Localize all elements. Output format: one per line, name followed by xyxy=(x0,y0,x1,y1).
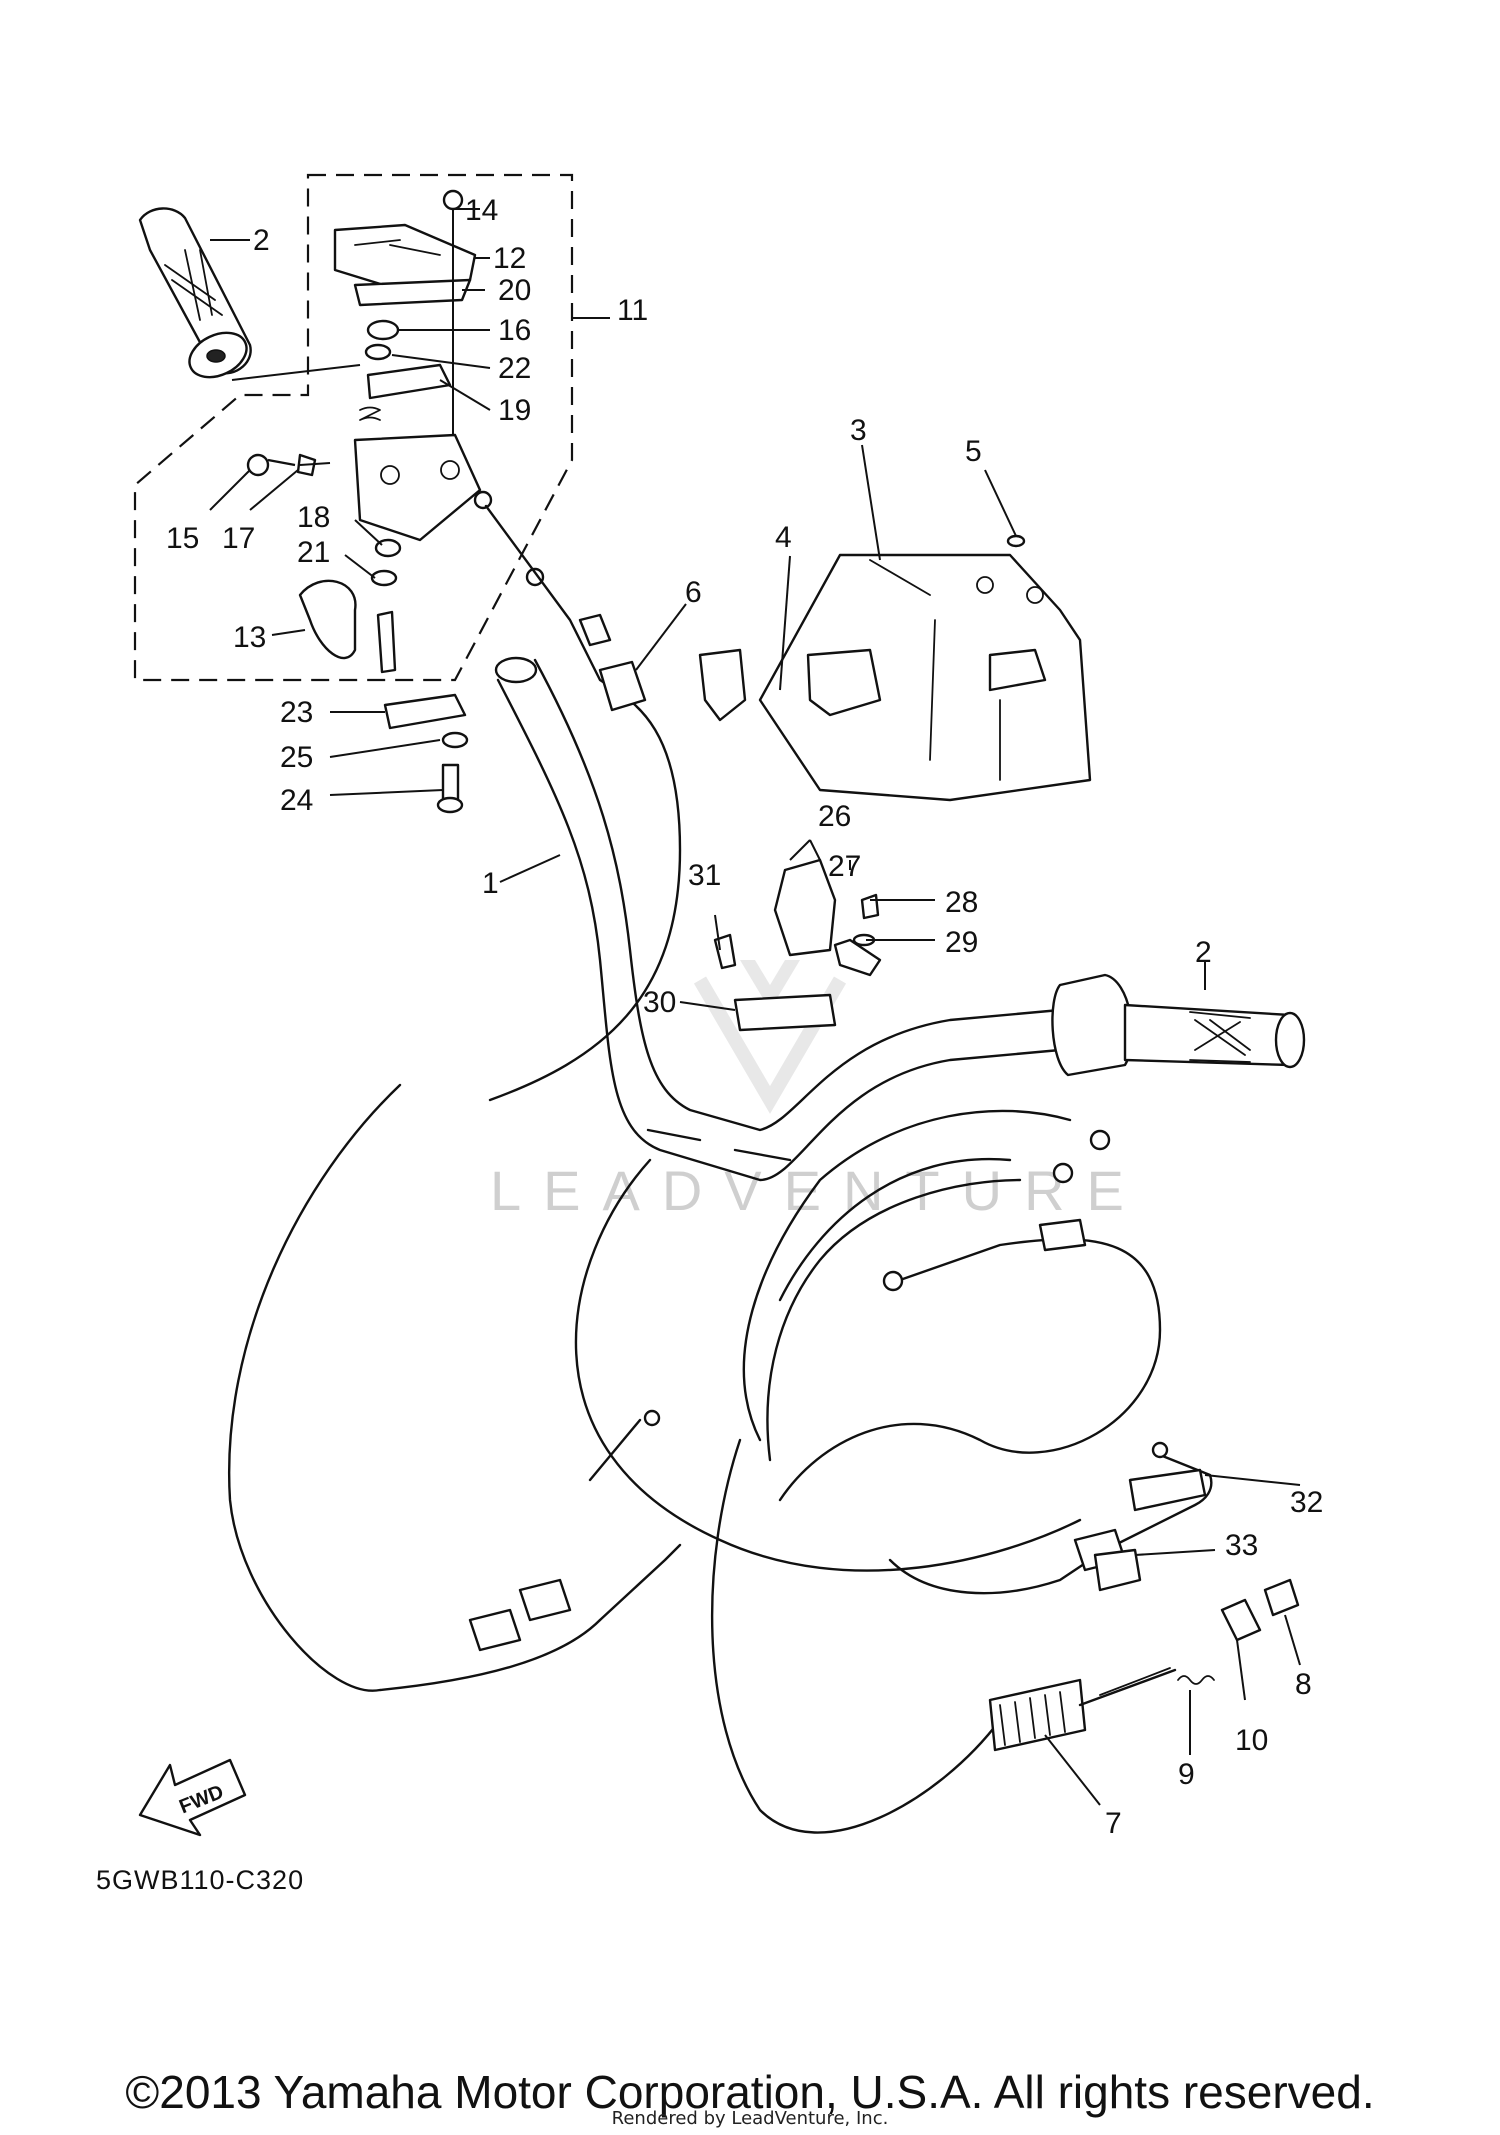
handlebar xyxy=(494,656,1062,1182)
callout-12: 12 xyxy=(493,242,526,275)
callout-32: 32 xyxy=(1290,1486,1323,1519)
control-cables xyxy=(574,1109,1213,1595)
cable-left-long xyxy=(227,1083,682,1692)
callout-numbers: 1 2 2 3 4 5 6 7 8 9 10 11 12 13 14 15 16… xyxy=(166,194,1323,1840)
brake-switch-assembly xyxy=(713,858,882,1032)
assembly-11-dashed-outline xyxy=(133,173,574,682)
watermark-text: LEADVENTURE xyxy=(490,1159,1146,1222)
copyright-notice: ©2013 Yamaha Motor Corporation, U.S.A. A… xyxy=(125,2066,1375,2118)
cable-7 xyxy=(710,1438,1300,1834)
callout-9: 9 xyxy=(1178,1758,1195,1791)
callout-28: 28 xyxy=(945,886,978,919)
callout-17: 17 xyxy=(222,522,255,555)
leader-lines xyxy=(209,208,1301,1806)
callout-24: 24 xyxy=(280,784,313,817)
callout-6: 6 xyxy=(685,576,702,609)
callout-18: 18 xyxy=(297,501,330,534)
callout-4: 4 xyxy=(775,521,792,554)
callout-2-left: 2 xyxy=(253,224,270,257)
callout-31: 31 xyxy=(688,859,721,892)
headlight-cover xyxy=(698,534,1092,802)
callout-25: 25 xyxy=(280,741,313,774)
callout-21: 21 xyxy=(297,536,330,569)
callout-22: 22 xyxy=(498,352,531,385)
cable-bracket xyxy=(383,693,469,814)
callout-5: 5 xyxy=(965,435,982,468)
callout-27: 27 xyxy=(828,850,861,883)
callout-29: 29 xyxy=(945,926,978,959)
cable-6 xyxy=(484,504,682,1102)
callout-13: 13 xyxy=(233,621,266,654)
callout-7: 7 xyxy=(1105,1807,1122,1840)
diagram-code: 5GWB110-C320 xyxy=(96,1865,305,1895)
left-grip xyxy=(138,207,361,381)
callout-26: 26 xyxy=(818,800,851,833)
callout-15: 15 xyxy=(166,522,199,555)
callout-8: 8 xyxy=(1295,1668,1312,1701)
callout-11: 11 xyxy=(617,294,648,327)
callout-33: 33 xyxy=(1225,1529,1258,1562)
callout-10: 10 xyxy=(1235,1724,1268,1757)
rendered-by-notice: Rendered by LeadVenture, Inc. xyxy=(611,2108,889,2129)
callout-1: 1 xyxy=(482,867,499,900)
callout-2-right: 2 xyxy=(1195,936,1212,969)
forward-direction-arrow: FWD xyxy=(138,1758,247,1837)
clutch-lever-assembly xyxy=(246,189,545,674)
right-grip xyxy=(1051,973,1306,1077)
callout-30: 30 xyxy=(643,986,676,1019)
callout-16: 16 xyxy=(498,314,531,347)
callout-3: 3 xyxy=(850,414,867,447)
callout-23: 23 xyxy=(280,696,313,729)
callout-14: 14 xyxy=(465,194,498,227)
callout-20: 20 xyxy=(498,274,531,307)
callout-19: 19 xyxy=(498,394,531,427)
watermark-logo xyxy=(693,960,847,1114)
